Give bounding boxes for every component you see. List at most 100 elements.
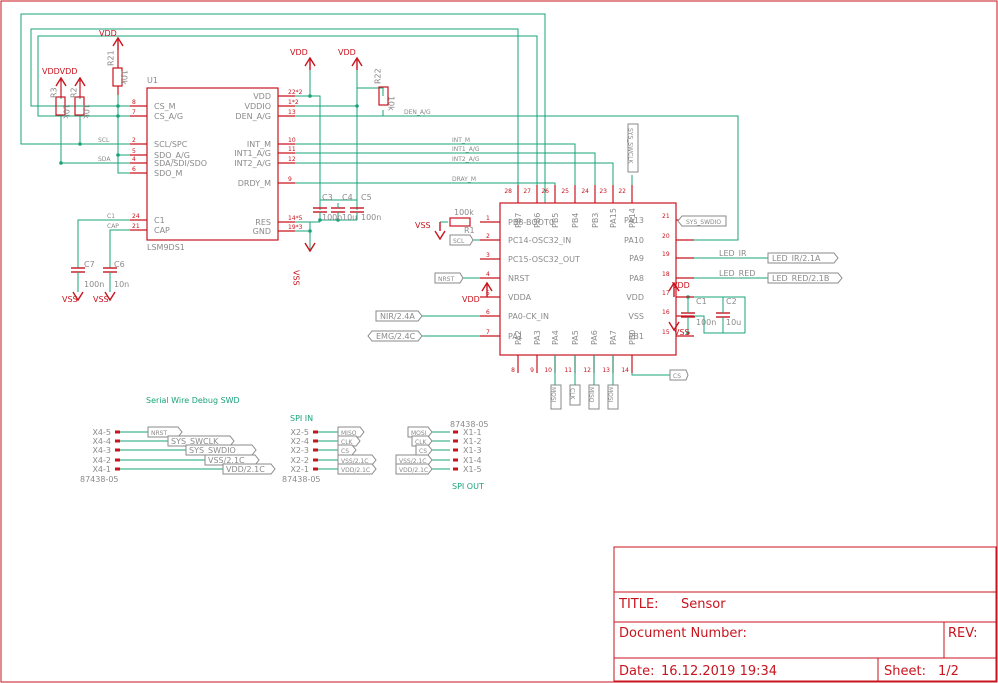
r21-ref: R21 [107, 50, 116, 66]
mcu-pin-name: PA10 [624, 236, 644, 245]
connector-pin[interactable] [313, 458, 318, 462]
c6-value: 10n [114, 280, 129, 289]
u1-pin-name: INT_M [247, 140, 271, 149]
spi-out-connector[interactable]: X1-1MOSIX1-2CLKX1-3CSX1-4VSS/2.1CX1-5VDD… [395, 426, 482, 475]
connector-pin[interactable] [313, 430, 318, 434]
tb-date-label: Date: [619, 664, 654, 679]
connector-net-text: VSS/2.1C [399, 458, 426, 465]
connector-pin[interactable] [115, 448, 120, 452]
vss-c7: VSS [62, 295, 78, 304]
r21-value: 10k [120, 70, 129, 85]
r2-ref: R2 [70, 87, 79, 98]
mcu-pin-name: PA13 [624, 216, 644, 225]
connector-pin[interactable] [453, 448, 458, 452]
connector-pin[interactable] [313, 448, 318, 452]
port-mosi: MOSI [550, 387, 557, 403]
connector-net-label [204, 454, 260, 466]
u1-pin-name: INT1_A/G [234, 149, 271, 158]
connector-pin[interactable] [453, 439, 458, 443]
net-int-m: INT_M [452, 137, 470, 144]
net-led-ir: LED_IR [719, 249, 747, 258]
connector-net-text: SYS_SWCLK [171, 437, 219, 446]
connector-net-label [147, 426, 183, 438]
u1-pin-name: SCL/SPC [154, 140, 188, 149]
connector-pin-label: X1-1 [463, 428, 482, 437]
mcu-pin-num: 16 [662, 309, 670, 316]
u1-pin-name: SDA/SDI/SDO [154, 159, 207, 168]
tb-sheet-value: 1/2 [938, 664, 959, 679]
connector-net-text: MISO [341, 430, 357, 437]
connector-pin[interactable] [115, 439, 120, 443]
u1-pin-num: 6 [132, 166, 136, 173]
mcu-pin-name: PA6 [590, 330, 599, 345]
net-led-red: LED_RED [719, 269, 755, 278]
swd-title: Serial Wire Debug SWD [146, 396, 240, 405]
vss-mcu: VSS [674, 328, 690, 337]
supply-symbols [55, 36, 680, 332]
port-nrst: NRST [438, 276, 454, 283]
net-int2: INT2_A/G [452, 156, 480, 163]
vdd-c3: VDD [290, 48, 308, 57]
port-mosi-2: MOSI [607, 387, 614, 403]
mcu-pin-name: PA7 [609, 330, 618, 345]
c1-ref: C1 [696, 297, 707, 306]
connector-net-text: CS [419, 448, 427, 455]
connector-net-label [337, 435, 361, 447]
u1-pin-num: 21 [132, 223, 140, 230]
port-led-ir: LED_IR/2.1A [772, 254, 821, 263]
port-clk: CLK [569, 388, 576, 401]
connector-net-text: NRST [151, 430, 167, 437]
connector-net-label [395, 463, 433, 475]
u1-pin-name: DRDY_M [238, 179, 271, 188]
spi-in-part: 87438-05 [282, 475, 321, 484]
connector-pin[interactable] [453, 467, 458, 471]
mcu-pin-name: PB5 [551, 213, 560, 228]
connector-pin-label: X1-2 [463, 437, 482, 446]
connector-net-label [337, 426, 365, 438]
net-sda: SDA [98, 156, 111, 163]
r1-value: 100k [454, 208, 474, 217]
c7-value: 100n [84, 280, 104, 289]
connector-net-label [411, 435, 433, 447]
mcu-pin-name: PA8 [629, 274, 644, 283]
c6-ref: C6 [114, 260, 125, 269]
u1-pin-name: SDO_A/G [154, 151, 190, 160]
mcu-pin-name: PB7 [514, 213, 523, 228]
mcu-pin-num: 4 [486, 271, 490, 278]
c5-value: 100n [361, 213, 381, 222]
connector-pin[interactable] [313, 439, 318, 443]
c4-value: 10u [342, 213, 357, 222]
connector-pin[interactable] [115, 467, 120, 471]
mcu-pin-num: 7 [486, 329, 490, 336]
mcu-pin-num: 9 [530, 367, 534, 374]
connector-net-label [337, 444, 357, 456]
connector-pin-label: X4-5 [92, 428, 111, 437]
mcu-pin-num: 20 [662, 233, 670, 240]
connector-pin[interactable] [453, 430, 458, 434]
u1-part: LSM9DS1 [147, 243, 185, 252]
u1-ref: U1 [147, 76, 158, 85]
mcu-pin-num: 25 [561, 188, 569, 195]
connector-pin[interactable] [115, 458, 120, 462]
net-cap: CAP [107, 223, 119, 230]
u1-pin-name: CAP [154, 226, 170, 235]
u1-pin-name: CS_A/G [154, 112, 183, 121]
connector-net-label [337, 463, 377, 475]
u1-pin-num: 19*3 [288, 224, 303, 231]
connector-pin[interactable] [313, 467, 318, 471]
tb-title-label: TITLE: [618, 597, 659, 612]
connector-pin[interactable] [453, 458, 458, 462]
connector-net-label [415, 444, 433, 456]
connector-net-text: CLK [415, 439, 428, 446]
c2-ref: C2 [726, 297, 737, 306]
connector-pin[interactable] [115, 430, 120, 434]
mcu-pin-num: 2 [486, 233, 490, 240]
connector-net-text: CLK [341, 439, 354, 446]
vdd-r21: VDD [99, 29, 117, 38]
